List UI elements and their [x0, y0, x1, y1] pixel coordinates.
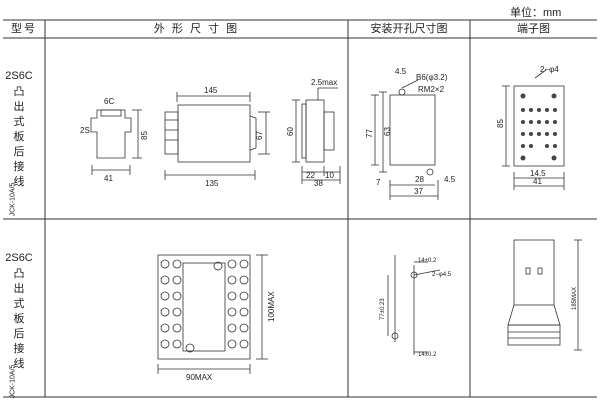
- dim-label: 41: [533, 177, 542, 186]
- type-char: 后: [13, 146, 25, 158]
- dim-label: 90MAX: [186, 373, 213, 382]
- row1-model: 2S6C 凸 出 式 板 后 接 线: [4, 70, 34, 190]
- dim-label: 2S: [80, 126, 90, 135]
- dim-label: 77±0.23: [380, 298, 386, 320]
- mounting2-drawing: [387, 255, 441, 355]
- dim-label: 145: [204, 86, 218, 95]
- dim-label: 4.5: [444, 175, 456, 184]
- dim-label: 100MAX: [267, 291, 276, 322]
- header-model: 型号: [11, 23, 37, 35]
- dim-label: 38: [314, 179, 323, 188]
- socket-terminals: [160, 259, 249, 353]
- row2-model: 2S6C 凸 出 式 板 后 接 线: [4, 252, 34, 372]
- dim-label: 2−φ4: [540, 65, 559, 74]
- socket-outline: [157, 254, 251, 360]
- dim-label: 22: [306, 171, 315, 180]
- unit-label: 单位：mm: [510, 7, 562, 19]
- dim-label: 2−φ4.5: [432, 272, 452, 278]
- dim-label: B6(φ3.2): [416, 73, 448, 82]
- dim-label: 37: [414, 187, 423, 196]
- type-char: 式: [13, 116, 25, 128]
- type-char: 凸: [13, 268, 25, 280]
- dim-label: 10: [325, 171, 334, 180]
- type-char: 式: [13, 298, 25, 310]
- dim-label: 7: [376, 178, 381, 187]
- model-name: 2S6C: [5, 70, 33, 82]
- dim-label: 14±0.2: [418, 258, 437, 264]
- dim-label: 14±0.2: [418, 352, 437, 358]
- type-char: 后: [13, 328, 25, 340]
- dim-label: 60: [286, 127, 295, 136]
- dim-label: 85: [496, 119, 505, 128]
- type-char: 出: [13, 283, 25, 295]
- dim-label: 63: [383, 127, 392, 136]
- dim-label: 2.5max: [311, 78, 337, 87]
- terminal-drawing: [502, 69, 565, 190]
- dim-label: 77: [365, 129, 374, 138]
- dim-label: 85: [140, 131, 149, 140]
- header-outline: 外 形 尺 寸 图: [153, 23, 240, 35]
- dim-label: 6C: [104, 97, 114, 106]
- type-char: 接: [13, 343, 25, 355]
- front-view: [90, 109, 142, 175]
- dim-label: 28: [415, 175, 424, 184]
- dim-label: 185MAX: [572, 287, 578, 310]
- header-terminal: 端子图: [517, 23, 550, 35]
- terminal2-drawing: [507, 239, 582, 351]
- mounting-drawing: [371, 79, 439, 200]
- type-char: 板: [13, 313, 25, 325]
- rear-view: [292, 87, 341, 184]
- dim-label: 135: [205, 179, 219, 188]
- dim-label: 67: [255, 131, 264, 140]
- dim-label: 14.5: [530, 169, 546, 178]
- side-view: [164, 92, 270, 180]
- type-char: 线: [13, 176, 25, 188]
- terminal-dots: [520, 93, 557, 161]
- type-char: 出: [13, 101, 25, 113]
- dim-label: 41: [104, 174, 113, 183]
- type-char: 接: [13, 161, 25, 173]
- model-name: 2S6C: [5, 252, 33, 264]
- type-char: 凸: [13, 86, 25, 98]
- type-char: 板: [13, 131, 25, 143]
- dim-label: RM2×2: [418, 85, 445, 94]
- header-mounting: 安装开孔尺寸图: [370, 23, 448, 35]
- type-char: 线: [13, 358, 25, 370]
- dim-label: 4.5: [395, 67, 407, 76]
